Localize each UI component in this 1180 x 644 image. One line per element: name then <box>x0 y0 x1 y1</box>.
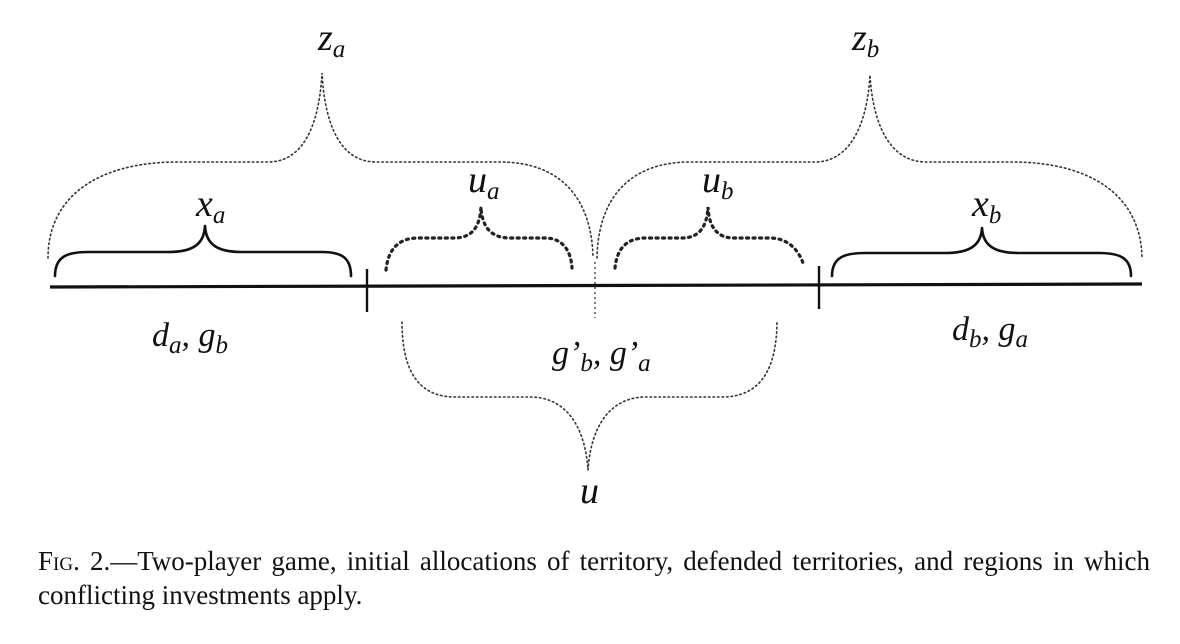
label-middle-region: g’b, g’a <box>552 335 651 377</box>
brace-x-a <box>53 224 353 278</box>
brace-x-b <box>830 226 1133 278</box>
brace-u-a <box>384 206 574 272</box>
figure-number: Fig. 2. <box>38 546 111 576</box>
brace-z-a <box>47 72 594 259</box>
label-x-a: xa <box>195 183 225 229</box>
territory-diagram: za zb xa xb ua ub u da, gb db, ga g’b, g… <box>47 17 1143 512</box>
brace-u-b <box>613 206 806 270</box>
brace-u <box>401 319 778 471</box>
label-z-a: za <box>317 17 345 63</box>
figure-caption: Fig. 2.—Two-player game, initial allocat… <box>38 544 1150 612</box>
label-left-region: da, gb <box>152 317 228 359</box>
label-u-b: ub <box>702 159 734 205</box>
label-u: u <box>580 470 599 512</box>
label-right-region: db, ga <box>952 311 1028 353</box>
territory-line <box>49 282 1143 289</box>
brace-z-b <box>596 74 1143 259</box>
label-x-b: xb <box>971 183 1001 229</box>
caption-text: —Two-player game, initial allocations of… <box>38 546 1150 610</box>
label-z-b: zb <box>851 17 879 63</box>
label-u-a: ua <box>468 159 500 205</box>
